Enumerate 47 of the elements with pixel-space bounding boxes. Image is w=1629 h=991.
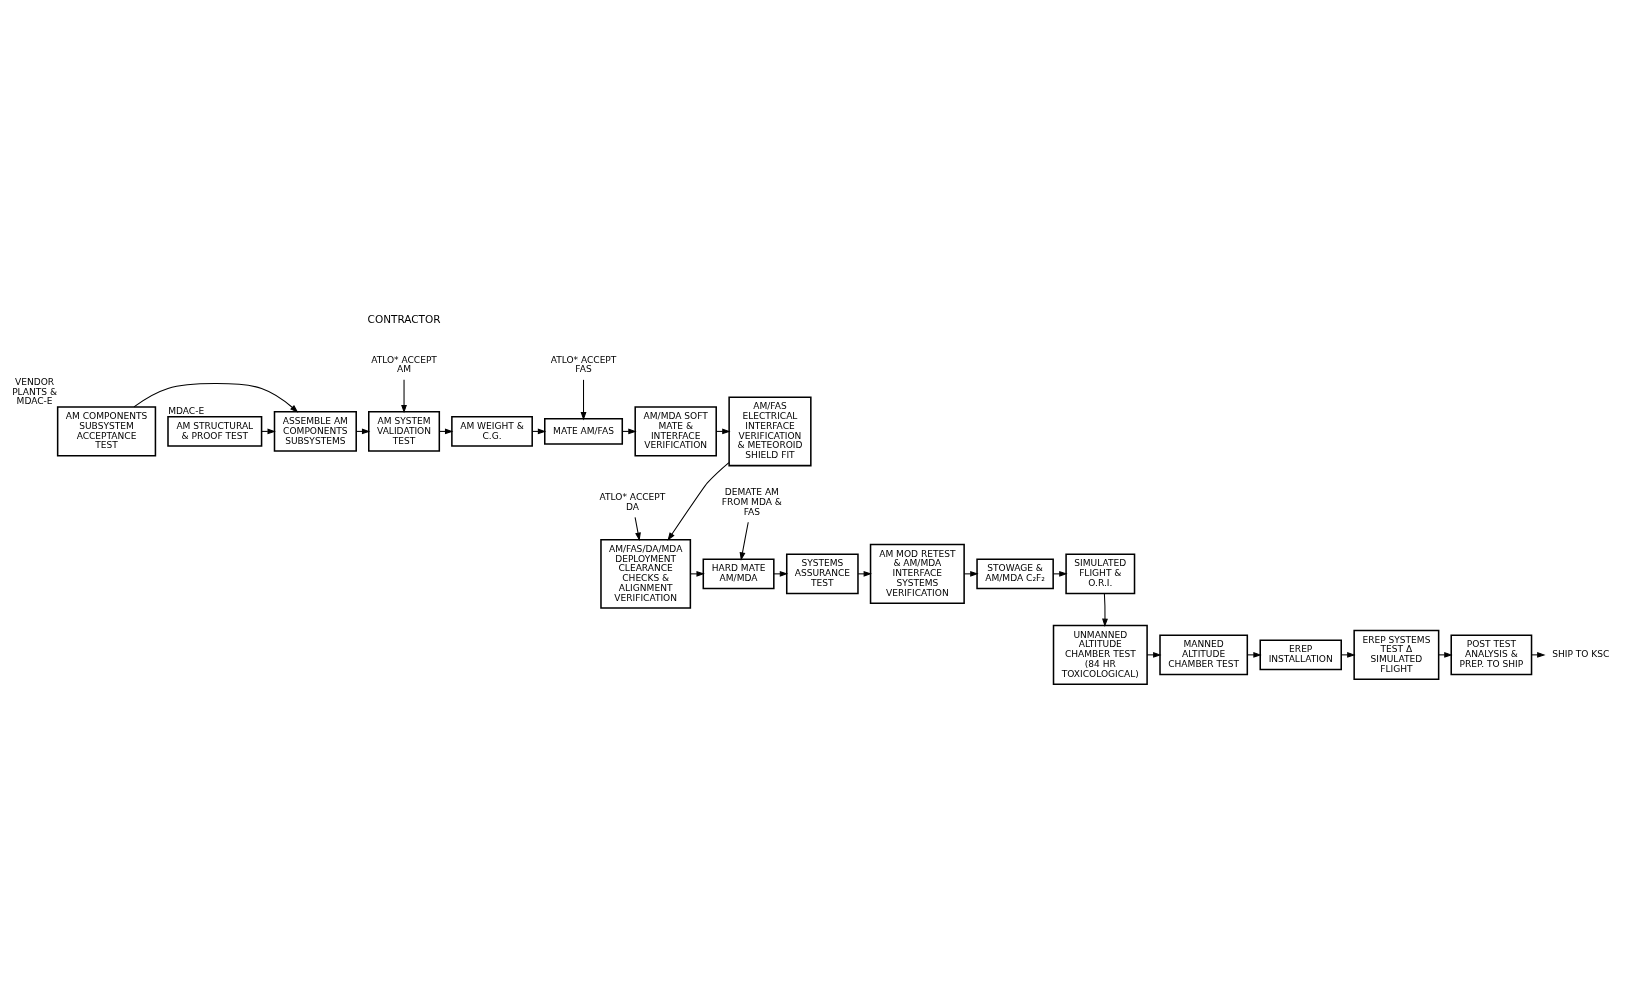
node-box: SIMULATED FLIGHT & O.R.I. [1065, 553, 1136, 594]
node-label: VENDOR PLANTS & MDAC-E [12, 376, 58, 406]
node-box: MANNED ALTITUDE CHAMBER TEST [1159, 634, 1249, 675]
node-text: SHIP TO KSC [1552, 648, 1610, 659]
arrow [1102, 592, 1108, 627]
node-box: POST TEST ANALYSIS & PREP. TO SHIP [1450, 634, 1533, 675]
node-box: AM SYSTEM VALIDATION TEST [368, 410, 441, 452]
node-box: AM COMPONENTS SUBSYSTEM ACCEPTANCE TEST [56, 405, 157, 457]
node-box: STOWAGE & AM/MDA C₂F₂ [976, 557, 1054, 589]
node-box: EREP INSTALLATION [1259, 638, 1342, 670]
arrow [1052, 570, 1068, 577]
arrow [1531, 651, 1546, 658]
arrow [857, 570, 872, 577]
arrow [667, 461, 730, 541]
arrow [739, 521, 749, 561]
arrow [401, 378, 407, 413]
node-label: MDAC-E [168, 405, 205, 416]
node-box: EREP SYSTEMS TEST Δ SIMULATED FLIGHT [1353, 629, 1440, 680]
arrow [1246, 651, 1262, 658]
arrow [438, 427, 454, 434]
node-box: AM/MDA SOFT MATE & INTERFACE VERIFICATION [634, 405, 717, 457]
node-box: AM/FAS ELECTRICAL INTERFACE VERIFICATION & METEOROID SHIELD FIT [728, 395, 812, 466]
node-text: ATLO* ACCEPT AM [371, 354, 437, 374]
arrow [355, 427, 371, 434]
node-box: ASSEMBLE AM COMPONENTS SUBSYSTEMS [273, 410, 357, 452]
arrow [689, 570, 705, 577]
node-box: AM WEIGHT & C.G. [451, 415, 533, 447]
arrow [1146, 651, 1162, 658]
node-text: ATLO* ACCEPT DA [599, 491, 666, 512]
label: CONTRACTOR [367, 312, 441, 325]
node-box: SYSTEMS ASSURANCE TEST [785, 553, 859, 594]
arrow [634, 516, 641, 541]
node-box: AM/FAS/DA/MDA DEPLOYMENT CLEARANCE CHECKS & ALIGNMENT VERIFICATION [600, 538, 692, 609]
arrow [133, 382, 299, 413]
arrow [1438, 651, 1453, 658]
arrow [1340, 651, 1356, 658]
node-box: MATE AM/FAS [544, 417, 624, 445]
node-text: ATLO* ACCEPT FAS [550, 354, 617, 374]
node-box: AM MOD RETEST & AM/MDA INTERFACE SYSTEMS VERIFICATION [869, 543, 965, 604]
arrow [963, 570, 979, 577]
arrow [773, 570, 789, 577]
node-box: UNMANNED ALTITUDE CHAMBER TEST (84 HR TOXICOLOGICAL) [1052, 624, 1148, 685]
node-text: DEMATE AM FROM MDA & FAS [721, 486, 782, 517]
arrow [531, 427, 547, 434]
node-box: AM STRUCTURAL & PROOF TEST [167, 415, 263, 447]
node-box: HARD MATE AM/MDA [702, 557, 775, 589]
arrow [580, 378, 587, 420]
